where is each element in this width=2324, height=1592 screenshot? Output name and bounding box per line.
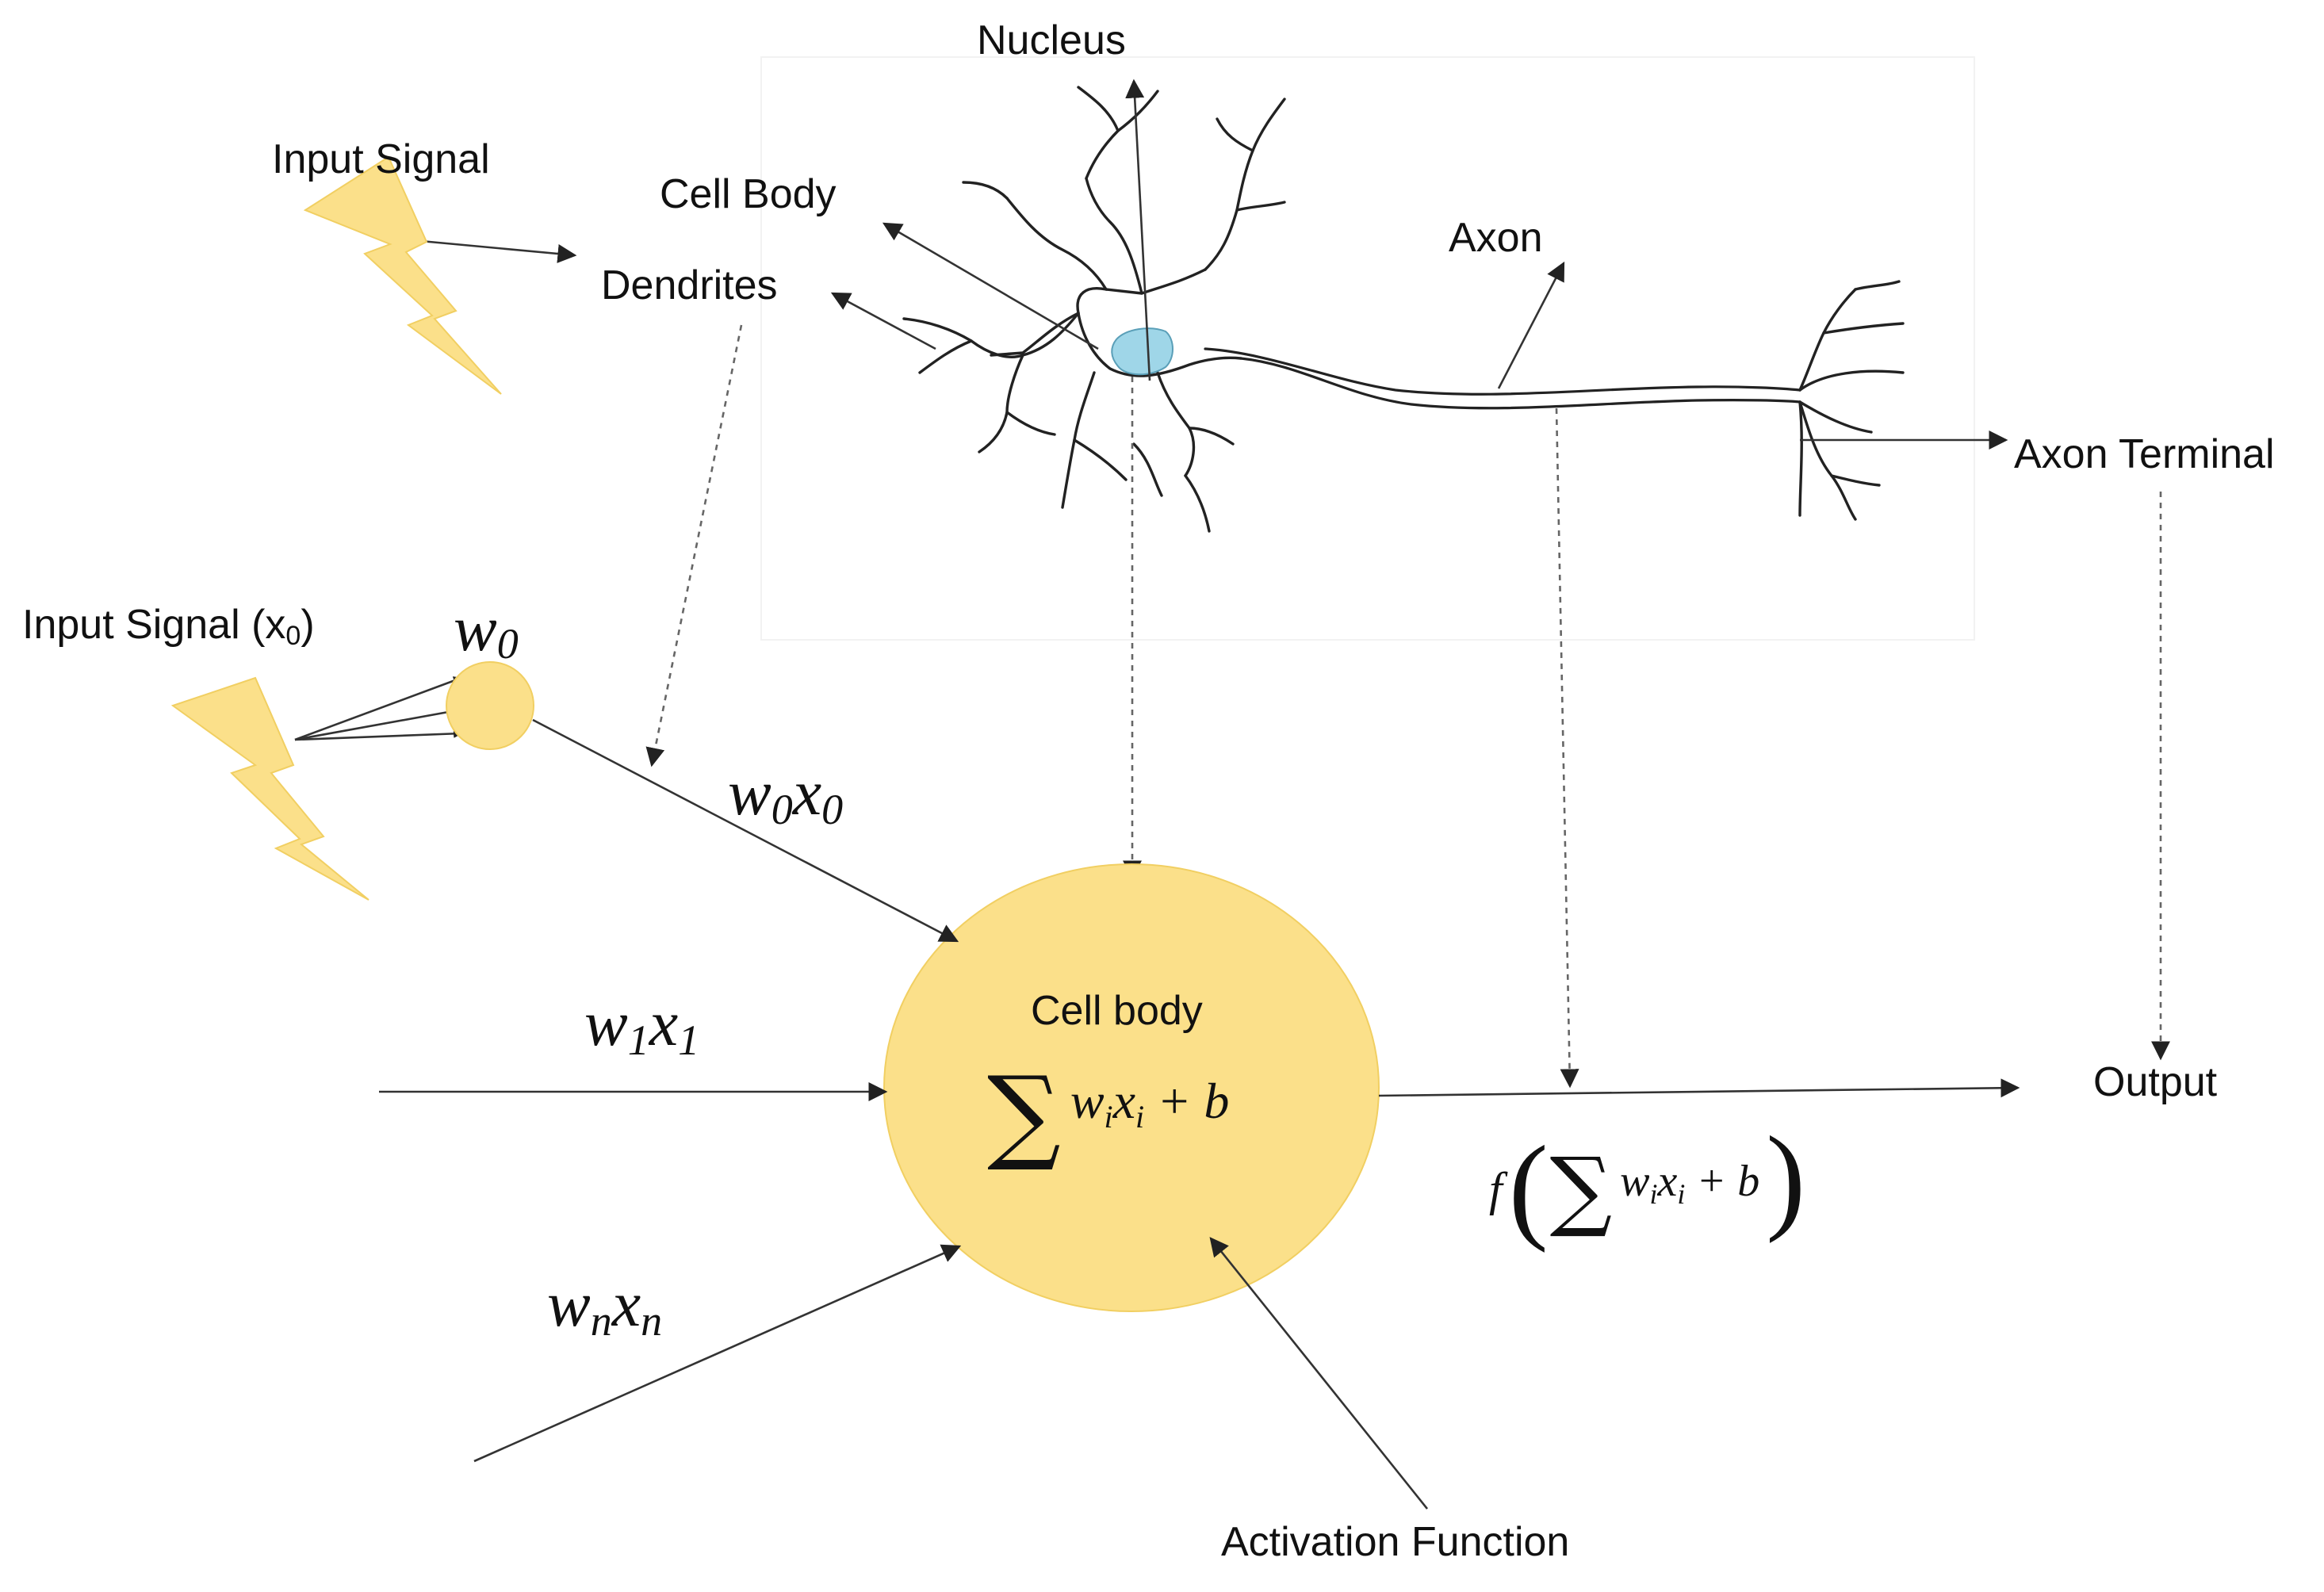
wnxn-label: wnxn: [547, 1268, 662, 1345]
w0-label: w0: [454, 592, 519, 668]
w0x0-label: w0x0: [728, 756, 843, 833]
activation-function-label: Activation Function: [1221, 1519, 1569, 1565]
dendrites-arrow: [830, 292, 936, 350]
activation-function-arrow: [1209, 1237, 1429, 1510]
nucleus-blob: [1111, 327, 1173, 376]
sum-formula: ∑wixi + b: [987, 1054, 1229, 1174]
nucleus-arrow: [1125, 78, 1151, 381]
x0-arrow-1: [294, 676, 463, 741]
input-signal-label: Input Signal: [272, 136, 490, 182]
x0-arrow-3: [294, 729, 463, 741]
wnxn-input-line: [473, 1244, 962, 1463]
output-formula: f(∑wixi + b): [1489, 1112, 1805, 1253]
input-signal-x0-label: Input Signal (x0): [22, 602, 315, 651]
w0-node: [446, 661, 534, 750]
input-signal-arrow: [412, 239, 577, 263]
cell-body-arrow: [882, 222, 1099, 350]
w1x1-label: w1x1: [584, 987, 699, 1064]
nucleus-label: Nucleus: [977, 17, 1126, 63]
output-label: Output: [2093, 1059, 2218, 1105]
cell-body-label: Cell body: [1031, 988, 1203, 1034]
neuron-image-frame: [760, 56, 1975, 641]
biological-neuron: [902, 86, 1905, 533]
dendrites-dashed-arrow: [645, 324, 743, 767]
cell-body-bio-label: Cell Body: [660, 171, 837, 217]
axon-label: Axon: [1449, 215, 1543, 261]
lightning-icon-bottom: [170, 676, 369, 901]
lightning-icon-top: [303, 155, 502, 395]
dendrites-label: Dendrites: [601, 262, 778, 308]
axon-arrow: [1497, 261, 1565, 389]
axon-terminal-label: Axon Terminal: [2014, 431, 2275, 477]
output-line: [1378, 1078, 2020, 1098]
axon-dashed-arrow: [1555, 408, 1579, 1089]
w0x0-input-line: [532, 718, 959, 943]
x0-arrow-2: [294, 706, 463, 741]
